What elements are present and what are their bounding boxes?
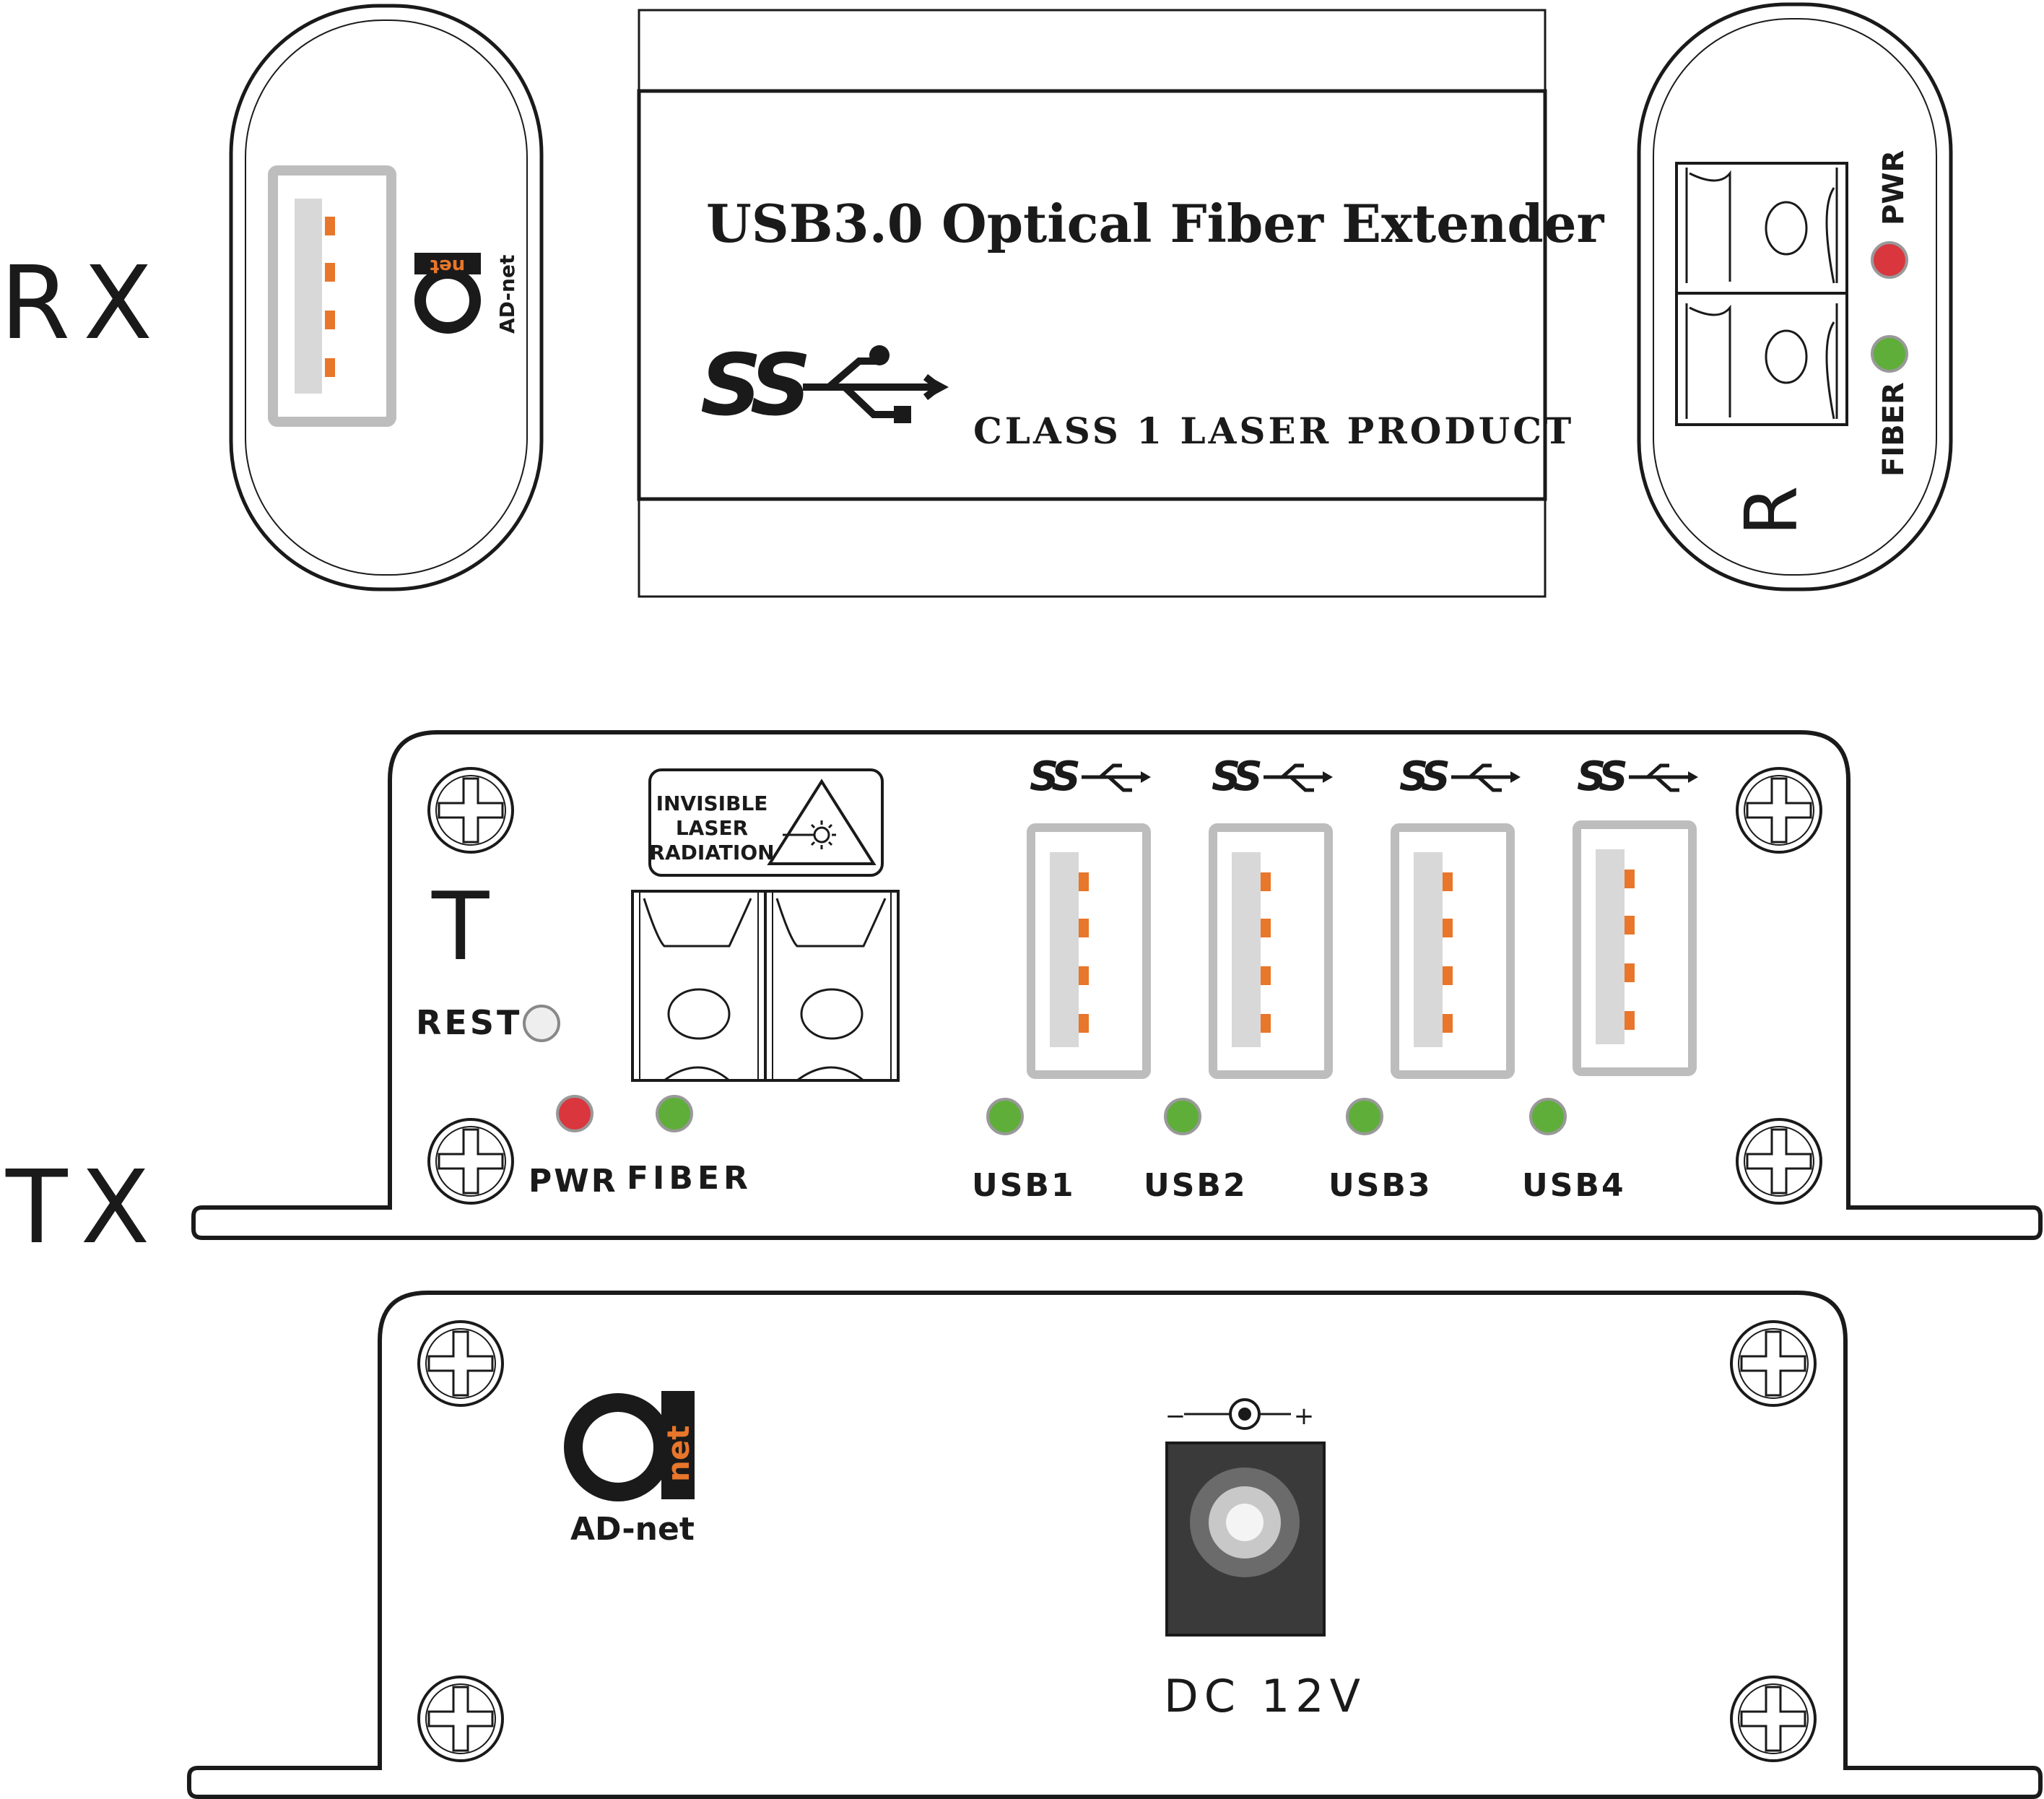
usb-port-3: SS USB3 [1328, 753, 1521, 1204]
rx-pwr-label: PWR [1877, 150, 1910, 225]
tx-back-panel: net AD-net − + DC 12V [187, 1291, 2043, 1799]
laser-warning-line-1: INVISIBLE [656, 792, 768, 815]
usb1-led [986, 1098, 1024, 1135]
reset-label: REST [416, 1003, 522, 1042]
usb-ss-mark: SS [1030, 753, 1079, 800]
tx-pwr-label: PWR [529, 1163, 618, 1200]
tx-label: TX [5, 1149, 162, 1267]
usb3-label: USB3 [1328, 1167, 1432, 1204]
rx-class-text: CLASS 1 LASER PRODUCT [973, 409, 1574, 452]
ss-usb-logo: SS [700, 335, 949, 435]
rx-logo-wordmark: AD-net [495, 255, 519, 334]
usb3-led [1346, 1098, 1383, 1135]
usb-port-4: SS USB4 [1522, 753, 1698, 1204]
tx-logo-wordmark: AD-net [570, 1511, 695, 1548]
screw-icon [417, 1320, 504, 1407]
usb-trident-icon [1451, 763, 1515, 792]
screw-icon [1736, 1118, 1822, 1205]
screw-icon [1730, 1320, 1817, 1407]
rx-adnet-logo: net AD-net [414, 253, 519, 334]
polarity-minus: − [1165, 1402, 1186, 1431]
usb2-led [1164, 1098, 1201, 1135]
rx-port-label: R [1729, 486, 1814, 536]
laser-warning-line-2: LASER [676, 816, 748, 840]
rx-title: USB3.0 Optical Fiber Extender [706, 193, 1605, 254]
tx-front-panel: T REST INVISIBLE LASER RADIATION PWR FIB [191, 730, 2043, 1240]
dc-power-label: DC 12V [1164, 1670, 1366, 1722]
rx-logo-badge: net [430, 255, 466, 277]
ss-logo-text: SS [700, 335, 807, 435]
tx-adnet-logo: net AD-net [564, 1391, 696, 1548]
laser-warning-label: INVISIBLE LASER RADIATION [648, 768, 884, 877]
screw-icon [417, 1676, 504, 1762]
tx-fiber-label: FIBER [627, 1160, 752, 1197]
tx-logo-badge: net [661, 1426, 696, 1482]
usb-trident-icon [1264, 763, 1327, 792]
usb4-led [1529, 1098, 1567, 1135]
rx-usb-port [268, 165, 396, 427]
usb4-label: USB4 [1522, 1167, 1626, 1204]
laser-warning-line-3: RADIATION [649, 841, 774, 864]
usb-trident-icon [1629, 763, 1692, 792]
rx-fiber-label: FIBER [1877, 382, 1910, 477]
rx-fiber-connector [1675, 162, 1848, 426]
screw-icon [1730, 1676, 1817, 1762]
rx-fiber-end: R PWR FIBER [1637, 2, 1953, 591]
reset-button[interactable] [523, 1005, 560, 1042]
usb-trident-icon [1082, 763, 1145, 792]
tx-fiber-led [656, 1095, 693, 1132]
tx-pwr-led [556, 1095, 593, 1132]
tx-fiber-connector [631, 890, 900, 1082]
rx-label: RX [0, 245, 165, 363]
usb-ss-mark: SS [1399, 753, 1448, 800]
screw-icon [1736, 767, 1822, 854]
usb-port-2: SS USB2 [1144, 753, 1333, 1204]
rx-pwr-led [1871, 241, 1908, 279]
tx-port-label: T [431, 872, 490, 981]
usb2-label: USB2 [1144, 1167, 1248, 1204]
screw-icon [427, 767, 514, 854]
usb-ss-mark: SS [1577, 753, 1626, 800]
usb1-label: USB1 [972, 1167, 1076, 1204]
rx-body: USB3.0 Optical Fiber Extender SS CLASS 1… [637, 9, 1605, 598]
screw-icon [427, 1118, 514, 1205]
usb-ss-mark: SS [1212, 753, 1261, 800]
dc-power-jack: − + [1165, 1398, 1326, 1637]
rx-usb-end: net AD-net [229, 4, 544, 591]
rx-fiber-led [1871, 335, 1908, 373]
polarity-plus: + [1294, 1402, 1315, 1431]
